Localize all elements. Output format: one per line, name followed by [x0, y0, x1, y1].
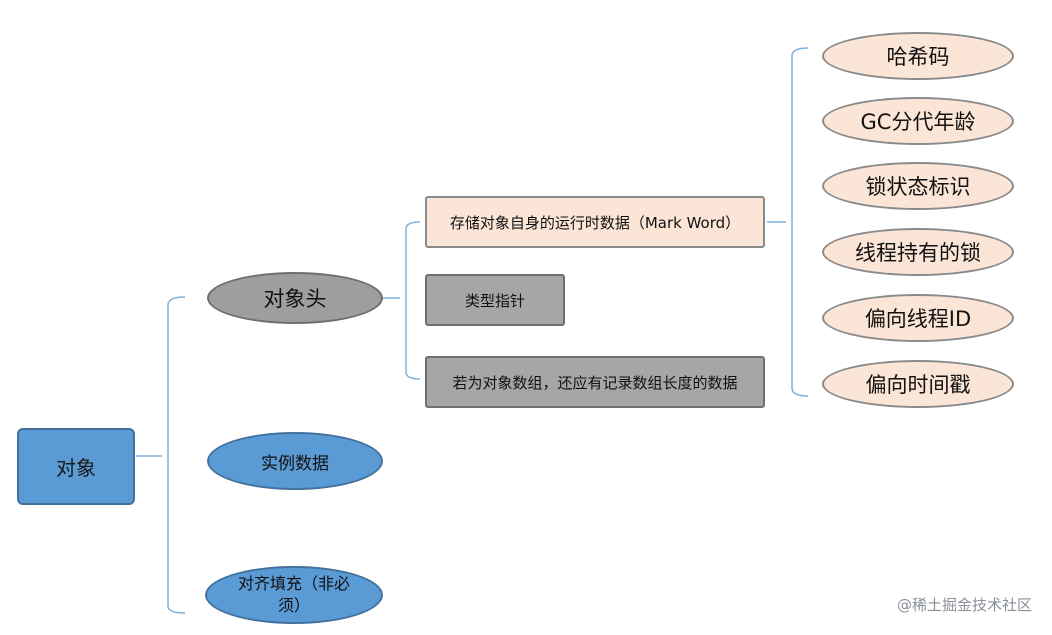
bracket-root: [136, 296, 186, 614]
node-gc-age: GC分代年龄: [822, 97, 1014, 145]
node-thread-lock: 线程持有的锁: [822, 228, 1014, 276]
node-object-header-label: 对象头: [263, 287, 327, 311]
node-array-length-label: 若为对象数组，还应有记录数组长度的数据: [452, 373, 738, 392]
node-gc-age-label: GC分代年龄: [860, 110, 976, 134]
node-instance-data-label: 实例数据: [261, 453, 329, 474]
node-array-length: 若为对象数组，还应有记录数组长度的数据: [425, 356, 765, 408]
node-biased-thread-id: 偏向线程ID: [822, 294, 1014, 342]
node-hash-code-label: 哈希码: [886, 45, 950, 69]
bracket-markword: [767, 47, 809, 397]
node-type-pointer-label: 类型指针: [464, 291, 525, 310]
node-hash-code: 哈希码: [822, 32, 1014, 80]
node-type-pointer: 类型指针: [425, 274, 565, 326]
bracket-header: [383, 221, 421, 380]
node-biased-timestamp: 偏向时间戳: [822, 360, 1014, 408]
node-mark-word-label: 存储对象自身的运行时数据（Mark Word）: [449, 213, 741, 232]
root-label: 对象: [56, 456, 96, 480]
node-thread-lock-label: 线程持有的锁: [855, 241, 981, 265]
node-lock-state-label: 锁状态标识: [865, 175, 971, 199]
root-node-object: 对象: [17, 428, 135, 505]
node-padding-label: 对齐填充（非必须）: [237, 574, 350, 615]
node-mark-word: 存储对象自身的运行时数据（Mark Word）: [425, 196, 765, 248]
node-object-header: 对象头: [207, 272, 383, 324]
node-instance-data: 实例数据: [207, 432, 383, 490]
watermark: @稀土掘金技术社区: [896, 596, 1032, 614]
node-lock-state: 锁状态标识: [822, 162, 1014, 210]
node-padding: 对齐填充（非必须）: [205, 566, 383, 624]
node-biased-timestamp-label: 偏向时间戳: [865, 373, 971, 397]
node-biased-thread-id-label: 偏向线程ID: [864, 307, 972, 331]
